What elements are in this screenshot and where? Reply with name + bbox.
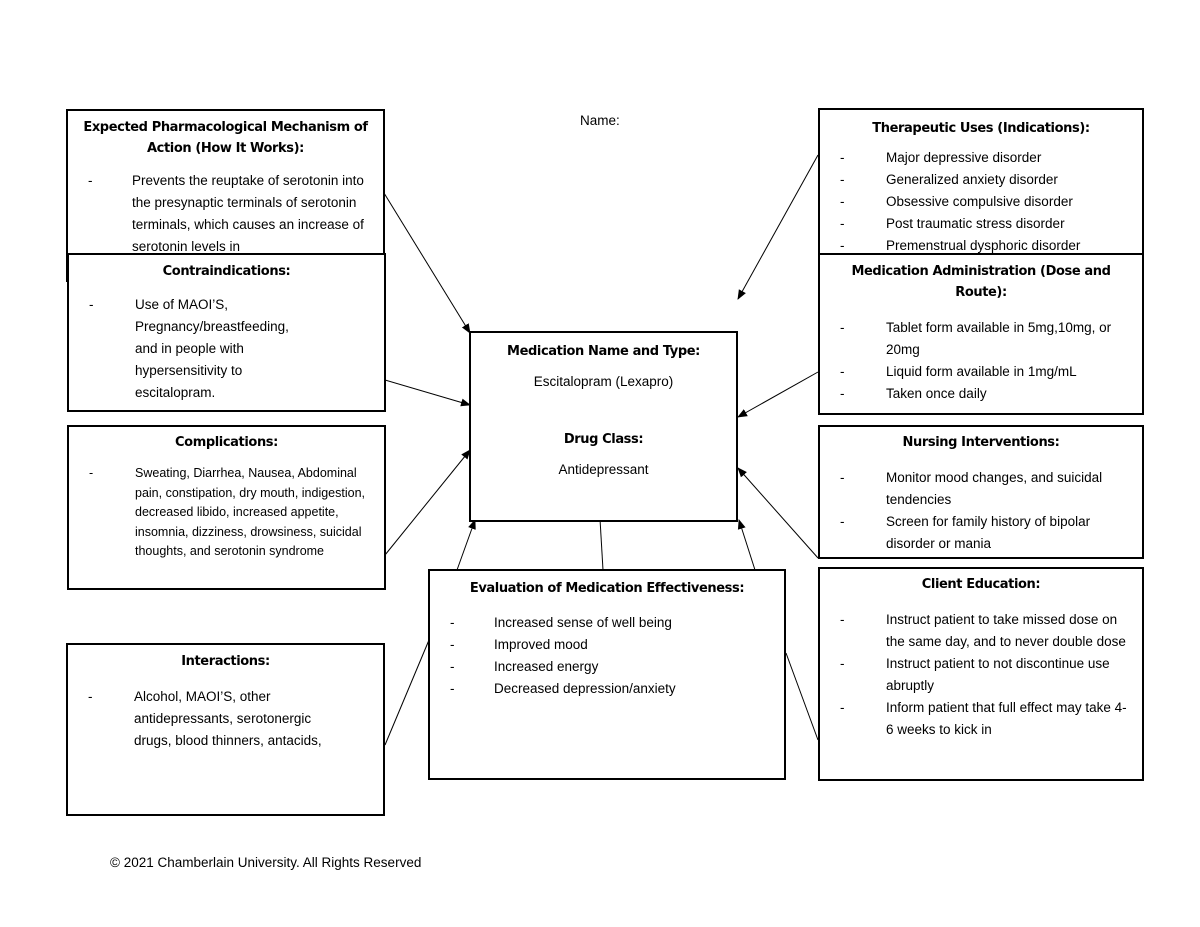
complications-title: Complications:	[175, 435, 278, 450]
list-item: Use of MAOI’S, Pregnancy/breastfeeding, …	[69, 294, 289, 404]
list-item: Increased sense of well being	[430, 612, 784, 634]
medication-box: Medication Name and Type: Escitalopram (…	[469, 331, 738, 522]
contraindications-title: Contraindications:	[162, 264, 291, 279]
list-item: Monitor mood changes, and suicidal tende…	[820, 467, 1134, 511]
list-item: Instruct patient to not discontinue use …	[820, 653, 1128, 697]
nursing-box: Nursing Interventions: Monitor mood chan…	[818, 425, 1144, 559]
list-item: Tablet form available in 5mg,10mg, or 20…	[820, 317, 1130, 361]
drug-class-value: Antidepressant	[558, 462, 649, 477]
arrow-complications	[384, 449, 471, 556]
connector-education	[785, 652, 819, 741]
list-item: Taken once daily	[820, 383, 1130, 405]
nursing-title: Nursing Interventions:	[902, 435, 1060, 450]
interactions-title: Interactions:	[181, 654, 270, 669]
evaluation-list: Increased sense of well being Improved m…	[430, 612, 784, 700]
arrow-administration	[737, 371, 819, 418]
list-item: Prevents the reuptake of serotonin into …	[68, 170, 369, 258]
arrow-contraindications	[384, 379, 471, 407]
administration-list: Tablet form available in 5mg,10mg, or 20…	[820, 317, 1142, 405]
interactions-list: Alcohol, MAOI’S, other antidepressants, …	[68, 686, 383, 752]
list-item: Screen for family history of bipolar dis…	[820, 511, 1134, 555]
list-item: Premenstrual dysphoric disorder	[820, 235, 1142, 256]
medication-name-title: Medication Name and Type:	[507, 344, 700, 359]
education-box: Client Education: Instruct patient to ta…	[818, 567, 1144, 781]
arrow-therapeutic	[737, 154, 819, 300]
list-item: Liquid form available in 1mg/mL	[820, 361, 1130, 383]
evaluation-box: Evaluation of Medication Effectiveness: …	[428, 569, 786, 780]
list-item: Alcohol, MAOI’S, other antidepressants, …	[68, 686, 343, 752]
list-item: Decreased depression/anxiety	[430, 678, 784, 700]
education-title: Client Education:	[921, 577, 1041, 592]
mechanism-title: Expected Pharmacological Mechanism of Ac…	[83, 120, 368, 156]
drug-class-title: Drug Class:	[563, 432, 644, 447]
interactions-box: Interactions: Alcohol, MAOI’S, other ant…	[66, 643, 385, 816]
arrow-evaluation-left	[456, 519, 476, 571]
list-item: Major depressive disorder	[820, 147, 1142, 169]
therapeutic-box: Therapeutic Uses (Indications): Major de…	[818, 108, 1144, 258]
mechanism-list: Prevents the reuptake of serotonin into …	[68, 170, 383, 258]
administration-box: Medication Administration (Dose and Rout…	[818, 253, 1144, 415]
contraindications-box: Contraindications: Use of MAOI’S, Pregna…	[67, 253, 386, 412]
list-item: Instruct patient to take missed dose on …	[820, 609, 1128, 653]
list-item: Post traumatic stress disorder	[820, 213, 1142, 235]
contraindications-list: Use of MAOI’S, Pregnancy/breastfeeding, …	[69, 294, 384, 404]
arrow-mechanism	[383, 192, 471, 334]
list-item: Increased energy	[430, 656, 784, 678]
list-item: Improved mood	[430, 634, 784, 656]
nursing-list: Monitor mood changes, and suicidal tende…	[820, 467, 1142, 555]
complications-list: Sweating, Diarrhea, Nausea, Abdominal pa…	[69, 464, 384, 562]
therapeutic-title: Therapeutic Uses (Indications):	[872, 121, 1090, 136]
connector-interactions	[384, 639, 430, 746]
administration-title: Medication Administration (Dose and Rout…	[851, 264, 1111, 300]
name-label: Name:	[580, 113, 620, 128]
list-item: Obsessive compulsive disorder	[820, 191, 1142, 213]
therapeutic-list: Major depressive disorder Generalized an…	[820, 147, 1142, 256]
list-item: Inform patient that full effect may take…	[820, 697, 1128, 741]
copyright-footer: © 2021 Chamberlain University. All Right…	[110, 855, 422, 870]
evaluation-title: Evaluation of Medication Effectiveness:	[469, 581, 745, 596]
list-item: Generalized anxiety disorder	[820, 169, 1142, 191]
arrow-nursing	[737, 467, 819, 559]
arrow-evaluation-right	[737, 519, 756, 571]
complications-box: Complications: Sweating, Diarrhea, Nause…	[67, 425, 386, 590]
education-list: Instruct patient to take missed dose on …	[820, 609, 1142, 741]
list-item: Sweating, Diarrhea, Nausea, Abdominal pa…	[69, 464, 370, 562]
medication-name-value: Escitalopram (Lexapro)	[533, 374, 674, 389]
